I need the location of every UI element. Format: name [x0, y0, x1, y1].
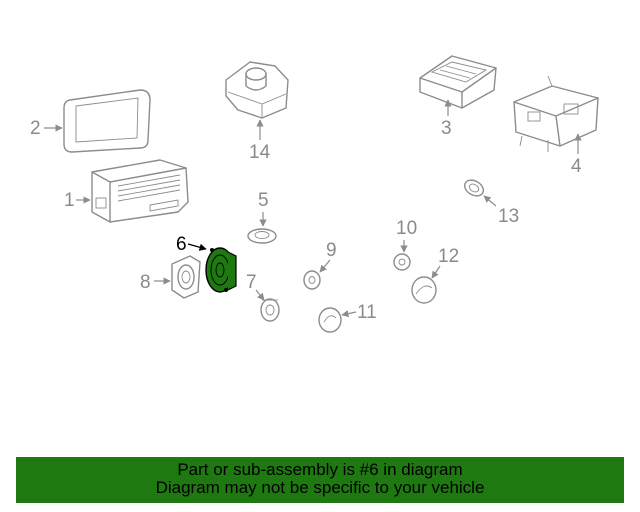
part-14-console-module[interactable] — [225, 61, 289, 119]
callout-13: 13 — [483, 195, 519, 227]
part-12-component[interactable] — [411, 276, 437, 304]
callout-9: 9 — [319, 240, 337, 273]
callout-11-label: 11 — [357, 302, 377, 323]
callout-8-label: 8 — [140, 272, 151, 293]
callout-9-label: 9 — [326, 240, 337, 261]
part-4-bracket[interactable] — [513, 75, 599, 152]
callout-7-label: 7 — [246, 272, 257, 293]
callout-5: 5 — [258, 190, 269, 227]
part-8-speaker-bracket[interactable] — [171, 255, 201, 299]
banner-line-disclaimer: Diagram may not be specific to your vehi… — [155, 478, 485, 497]
part-10-component[interactable] — [393, 253, 411, 271]
callout-6-label: 6 — [176, 234, 187, 255]
part-13-sensor[interactable] — [462, 177, 486, 199]
callout-4: 4 — [571, 133, 582, 177]
callout-1-label: 1 — [64, 190, 75, 211]
callout-14-label: 14 — [249, 142, 271, 163]
callout-12: 12 — [431, 246, 459, 279]
callout-11: 11 — [341, 302, 377, 323]
part-11-component[interactable] — [318, 307, 342, 333]
part-5-tweeter[interactable] — [247, 228, 277, 244]
callout-14: 14 — [249, 119, 271, 163]
callout-7: 7 — [246, 272, 265, 301]
callout-3: 3 — [441, 99, 452, 139]
part-2-display[interactable] — [63, 89, 151, 153]
callout-6: 6 — [176, 234, 207, 255]
callout-10-label: 10 — [396, 218, 417, 239]
part-3-control-module[interactable] — [419, 55, 497, 109]
callout-8: 8 — [140, 272, 171, 293]
callout-12-label: 12 — [438, 246, 459, 267]
callout-2: 2 — [30, 118, 63, 139]
banner-line-part-number: Part or sub-assembly is #6 in diagram — [177, 460, 463, 479]
part-9-component[interactable] — [303, 270, 321, 290]
callout-13-label: 13 — [498, 206, 519, 227]
part-6-speaker[interactable] — [205, 247, 237, 293]
callout-4-label: 4 — [571, 156, 582, 177]
callout-1: 1 — [64, 190, 91, 211]
callout-10: 10 — [396, 218, 417, 253]
parts-diagram: 2 1 14 — [30, 55, 599, 333]
callout-5-label: 5 — [258, 190, 269, 211]
part-1-receiver[interactable] — [91, 159, 189, 223]
part-7-speaker[interactable] — [260, 298, 280, 322]
callout-3-label: 3 — [441, 118, 452, 139]
callout-2-label: 2 — [30, 118, 41, 139]
vehicle-notice-banner: Part or sub-assembly is #6 in diagram Di… — [16, 457, 624, 503]
